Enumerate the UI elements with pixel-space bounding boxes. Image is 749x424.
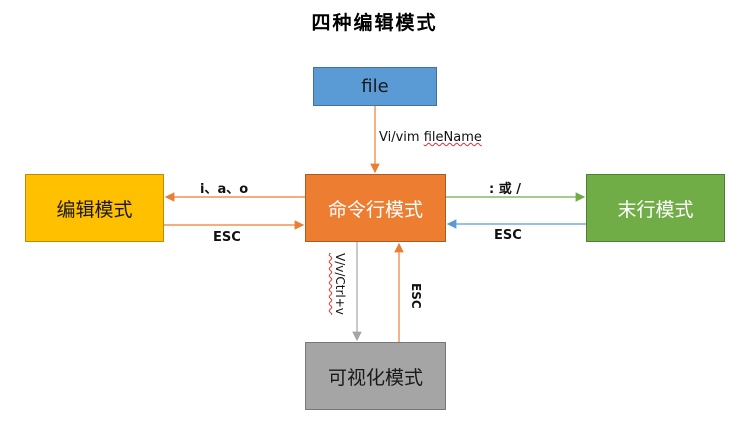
node-lastline-mode: 末行模式 bbox=[586, 174, 725, 242]
label-file-to-command: Vi/vim fileName bbox=[379, 130, 482, 145]
node-file: file bbox=[313, 67, 437, 106]
label-file-to-command-filename: fileName bbox=[423, 130, 482, 145]
label-command-to-visual: V/v/Ctrl+v bbox=[333, 253, 347, 315]
node-edit-mode: 编辑模式 bbox=[25, 174, 164, 242]
label-lastline-to-command: ESC bbox=[494, 228, 522, 243]
label-visual-to-command: ESC bbox=[409, 283, 423, 309]
label-command-to-edit: i、a、o bbox=[200, 182, 249, 197]
diagram-title: 四种编辑模式 bbox=[311, 12, 438, 34]
label-file-to-command-prefix: Vi/vim bbox=[379, 130, 424, 145]
node-command-mode: 命令行模式 bbox=[305, 174, 446, 242]
label-command-to-lastline: : 或 / bbox=[489, 182, 521, 197]
node-visual-mode: 可视化模式 bbox=[305, 342, 446, 410]
label-edit-to-command: ESC bbox=[213, 230, 241, 245]
